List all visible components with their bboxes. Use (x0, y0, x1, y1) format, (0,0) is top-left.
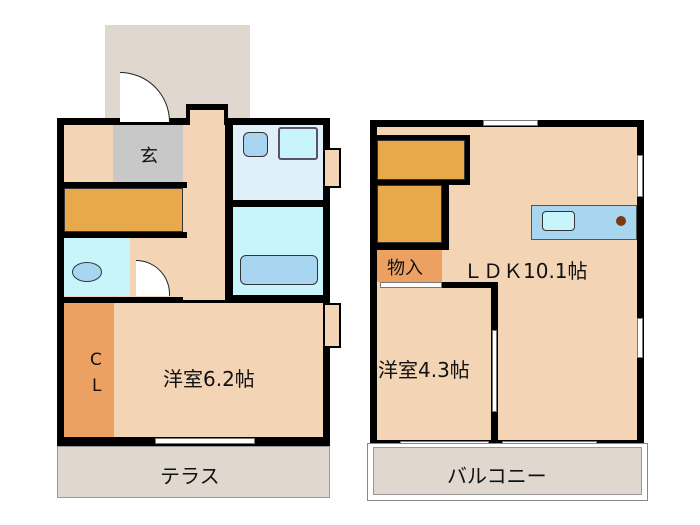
storage[interactable] (377, 250, 442, 282)
top-window[interactable] (483, 120, 538, 126)
entrance-label: 玄 (140, 146, 158, 167)
side-window-bay (323, 148, 341, 188)
ldk-label: ＬＤＫ10.1帖 (463, 259, 588, 283)
right-window-2[interactable] (637, 318, 643, 358)
storage-label: 物入 (387, 258, 423, 279)
room-label-4-3: 洋室4.3帖 (378, 358, 470, 382)
stove-icon (616, 216, 626, 226)
closet-label-c: C (90, 350, 102, 370)
side-window-bay-2 (323, 303, 341, 348)
storage-door[interactable] (380, 282, 442, 288)
terrace-window[interactable] (155, 438, 255, 444)
corridor-floor (183, 125, 225, 300)
closet[interactable] (64, 303, 114, 437)
entrance-area (113, 125, 183, 182)
balcony-label: バルコニー (447, 464, 547, 488)
room-label-6-2: 洋室6.2帖 (163, 367, 255, 391)
closet-label-l: L (92, 376, 102, 396)
stairs-upper[interactable] (377, 140, 465, 180)
washing-machine-icon (278, 127, 318, 160)
bathtub-icon (240, 255, 318, 285)
room-door-4-3[interactable] (492, 330, 497, 412)
balcony (373, 447, 642, 495)
terrace (57, 446, 330, 498)
toilet-icon (72, 262, 102, 282)
washbasin-icon (243, 132, 268, 157)
sink-icon (542, 211, 575, 231)
terrace-label: テラス (160, 464, 220, 488)
stairs-ground[interactable] (64, 188, 183, 232)
right-window-1[interactable] (637, 155, 643, 197)
